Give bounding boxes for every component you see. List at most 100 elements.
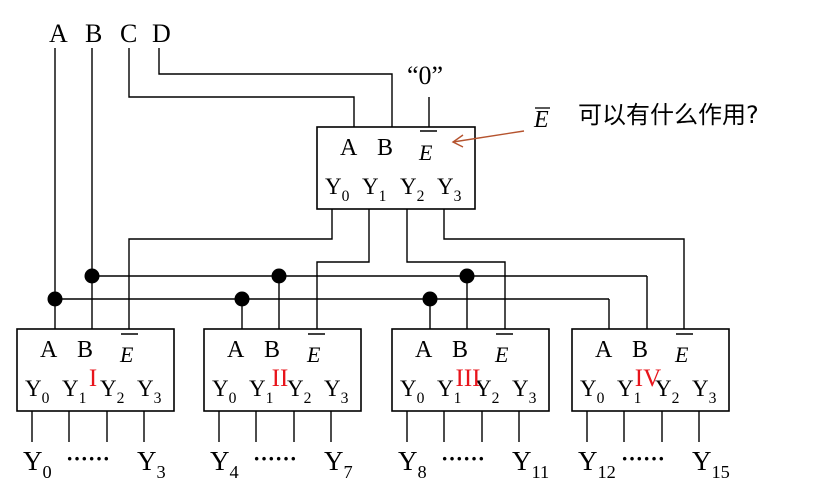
decoder-output-0-base: Y bbox=[400, 376, 417, 401]
top-decoder-input-b: B bbox=[377, 135, 393, 161]
decoder-output-0: Y0 bbox=[400, 376, 425, 407]
decoder-output-0-subscript: 0 bbox=[42, 390, 50, 407]
decoder-output-last-base: Y bbox=[324, 446, 344, 476]
top-decoder-output-3-base: Y bbox=[437, 174, 454, 199]
decoder-output-0: Y0 bbox=[580, 376, 605, 407]
top-decoder-output-3: Y3 bbox=[437, 174, 462, 205]
decoder-output-2-subscript: 2 bbox=[492, 390, 500, 407]
top-decoder-output-1-base: Y bbox=[362, 174, 379, 199]
decoder-output-0: Y0 bbox=[25, 376, 50, 407]
decoder-output-first-subscript: 4 bbox=[230, 462, 239, 482]
decoder-numeral: III bbox=[456, 365, 481, 392]
decoder-box bbox=[571, 328, 730, 412]
decoder-output-3-base: Y bbox=[324, 376, 341, 401]
decoder-output-3-base: Y bbox=[137, 376, 154, 401]
decoder-output-1-subscript: 1 bbox=[634, 390, 642, 407]
decoder-output-last-subscript: 3 bbox=[157, 462, 166, 482]
top-decoder-output-3-subscript: 3 bbox=[454, 188, 462, 205]
top-decoder-box bbox=[316, 126, 476, 210]
decoder-input-b: B bbox=[632, 337, 648, 363]
decoder-output-1-subscript: 1 bbox=[79, 390, 87, 407]
decoder-output-last: Y11 bbox=[512, 446, 549, 482]
decoder-output-2-subscript: 2 bbox=[672, 390, 680, 407]
top-decoder-enable: E bbox=[418, 140, 433, 165]
decoder-output-2-base: Y bbox=[475, 376, 492, 401]
decoder-output-last: Y15 bbox=[692, 446, 730, 482]
decoder-input-b: B bbox=[452, 337, 468, 363]
top-decoder-output-0-subscript: 0 bbox=[342, 188, 350, 205]
decoder-output-last-subscript: 7 bbox=[344, 462, 353, 482]
decoder-numeral: I bbox=[89, 365, 97, 392]
junction-dot bbox=[84, 268, 100, 284]
decoder-output-first-base: Y bbox=[210, 446, 230, 476]
decoder-output-3-subscript: 3 bbox=[154, 390, 162, 407]
decoder-output-3: Y3 bbox=[512, 376, 537, 407]
decoder-output-ellipsis: ······ bbox=[66, 446, 110, 471]
wire-top-y1-to-decoder-2-enable bbox=[316, 209, 370, 329]
input-label-c: C bbox=[120, 19, 137, 48]
decoder-output-first: Y4 bbox=[210, 446, 239, 482]
decoder-output-last: Y3 bbox=[137, 446, 166, 482]
decoder-output-2: Y2 bbox=[100, 376, 124, 407]
decoder-numeral: II bbox=[272, 365, 289, 392]
wire-top-y3-to-decoder-4-enable bbox=[443, 209, 685, 329]
top-decoder-output-0-base: Y bbox=[325, 174, 342, 199]
question-enable-symbol: E bbox=[533, 107, 549, 133]
decoder-output-0-subscript: 0 bbox=[417, 390, 425, 407]
decoder-output-1-subscript: 1 bbox=[454, 390, 462, 407]
question-text: 可以有什么作用? bbox=[578, 101, 759, 129]
decoder-output-0: Y0 bbox=[212, 376, 237, 407]
decoder-output-2-subscript: 2 bbox=[117, 390, 125, 407]
decoder-box bbox=[391, 328, 550, 412]
junction-dot bbox=[47, 291, 63, 307]
decoder-output-2-base: Y bbox=[655, 376, 672, 401]
decoder-output-0-subscript: 0 bbox=[597, 390, 605, 407]
input-label-a: A bbox=[49, 19, 68, 48]
junction-dot bbox=[234, 291, 250, 307]
decoder-output-3: Y3 bbox=[692, 376, 717, 407]
decoder-output-1-base: Y bbox=[437, 376, 454, 401]
decoder-output-0-base: Y bbox=[25, 376, 42, 401]
junction-dot bbox=[271, 268, 287, 284]
decoder-output-first-base: Y bbox=[23, 446, 43, 476]
decoder-output-0-subscript: 0 bbox=[229, 390, 237, 407]
decoder-output-last-base: Y bbox=[692, 446, 712, 476]
question-arrow bbox=[452, 130, 525, 143]
decoder-output-1: Y1 bbox=[617, 376, 641, 407]
decoder-box bbox=[16, 328, 175, 412]
question-arrowhead bbox=[451, 134, 464, 148]
decoder-output-1: Y1 bbox=[62, 376, 86, 407]
decoder-input-a: A bbox=[595, 337, 613, 363]
decoder-output-ellipsis: ······ bbox=[441, 446, 485, 471]
decoder-output-first-subscript: 0 bbox=[43, 462, 52, 482]
decoder-output-last: Y7 bbox=[324, 446, 353, 482]
decoder-output-3-base: Y bbox=[512, 376, 529, 401]
decoder-enable: E bbox=[119, 342, 134, 367]
decoder-output-last-subscript: 15 bbox=[712, 462, 730, 482]
input-label-b: B bbox=[85, 19, 102, 48]
decoder-output-2: Y2 bbox=[475, 376, 499, 407]
decoder-output-first-base: Y bbox=[578, 446, 598, 476]
decoder-output-first: Y12 bbox=[578, 446, 616, 482]
top-decoder-output-2-subscript: 2 bbox=[417, 188, 425, 205]
decoder-numeral: IV bbox=[635, 365, 661, 392]
decoder-output-first-subscript: 8 bbox=[418, 462, 427, 482]
top-decoder-output-1: Y1 bbox=[362, 174, 386, 205]
decoder-output-first-base: Y bbox=[398, 446, 418, 476]
decoder-output-1: Y1 bbox=[249, 376, 273, 407]
decoder-output-first-subscript: 12 bbox=[598, 462, 616, 482]
top-decoder-output-0: Y0 bbox=[325, 174, 350, 205]
decoder-output-3-subscript: 3 bbox=[341, 390, 349, 407]
top-decoder-input-a: A bbox=[340, 135, 358, 161]
decoder-input-b: B bbox=[77, 337, 93, 363]
decoder-output-last-subscript: 11 bbox=[532, 462, 550, 482]
decoder-output-ellipsis: ······ bbox=[253, 446, 297, 471]
decoder-output-first: Y8 bbox=[398, 446, 427, 482]
decoder-enable: E bbox=[494, 342, 509, 367]
decoder-output-1-base: Y bbox=[249, 376, 266, 401]
decoder-output-2: Y2 bbox=[655, 376, 679, 407]
